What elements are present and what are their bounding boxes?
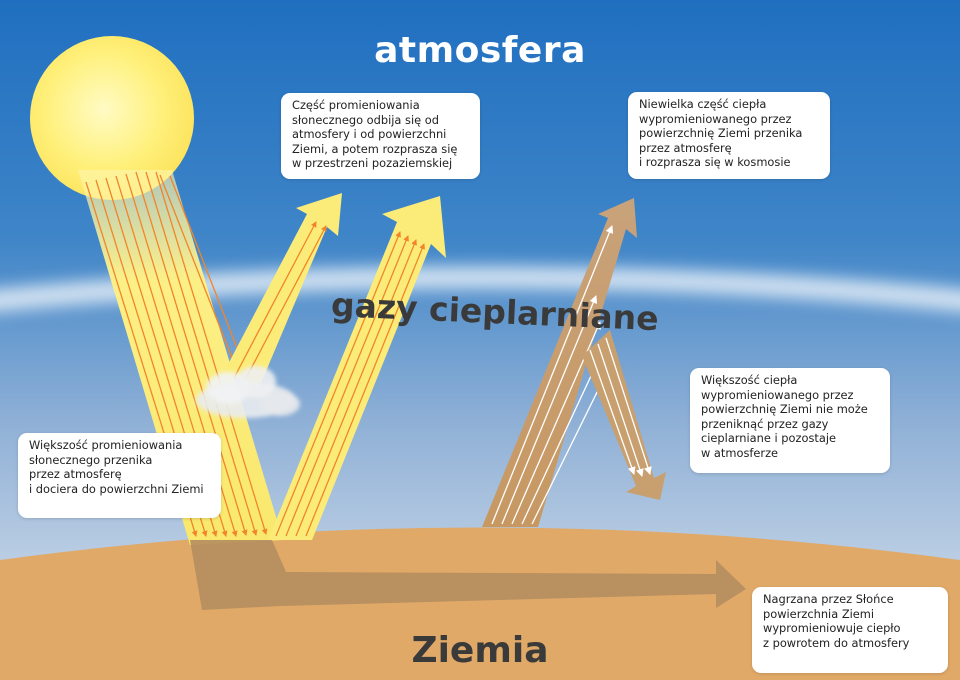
callout-line: powierzchnię Ziemi przenika bbox=[639, 126, 803, 140]
callout-line: słonecznego przenika bbox=[29, 452, 153, 467]
callout-line: powierzchnię Ziemi nie może bbox=[701, 402, 868, 416]
callout-line: słonecznego odbija się od bbox=[292, 112, 439, 127]
incoming-solar-beam bbox=[78, 170, 283, 545]
callout-line: wypromieniowanego przez bbox=[639, 111, 792, 126]
callout-line: w atmosferze bbox=[701, 445, 779, 460]
callout-line: Niewielka część ciepła bbox=[639, 97, 767, 111]
heat-trapped-lines bbox=[589, 337, 652, 477]
callout-line: i dociera do powierzchni Ziemi bbox=[29, 481, 204, 496]
callout-earth-emits-heat: Nagrzana przez Słońce powierzchnia Ziemi… bbox=[752, 587, 948, 673]
atmosphere-label: atmosfera bbox=[374, 30, 586, 71]
callout-line: Ziemi, a potem rozprasza się bbox=[292, 141, 458, 156]
callout-line: Większość ciepła bbox=[701, 373, 798, 387]
callout-line: atmosfery i od powierzchni bbox=[292, 127, 447, 141]
reflected-arrow-surface-lines bbox=[275, 231, 425, 537]
callout-line: Większość promieniowania bbox=[29, 438, 183, 452]
cloud bbox=[196, 366, 300, 418]
callout-heat-escape: Niewielka część ciepła wypromieniowanego… bbox=[628, 92, 830, 179]
callout-heat-trapped: Większość ciepła wypromieniowanego przez… bbox=[690, 368, 890, 473]
heat-radiation-beam bbox=[482, 198, 637, 527]
callout-line: w przestrzeni pozaziemskiej bbox=[292, 156, 453, 170]
callout-line: przeniknąć przez gazy bbox=[701, 416, 829, 431]
callout-line: wypromieniowanego przez bbox=[701, 387, 854, 402]
callout-line: przez atmosferę bbox=[639, 140, 732, 155]
callout-radiation-enters: Większość promieniowania słonecznego prz… bbox=[18, 433, 221, 518]
reflected-arrow-surface bbox=[268, 196, 446, 540]
callout-line: i rozprasza się w kosmosie bbox=[639, 155, 791, 169]
atmosphere-haze-band bbox=[0, 266, 960, 312]
callout-line: Nagrzana przez Słońce bbox=[763, 592, 894, 606]
sun bbox=[30, 36, 194, 200]
earth-label: Ziemia bbox=[411, 630, 549, 671]
callout-line: wypromieniowuje ciepło bbox=[763, 621, 901, 635]
callout-line: z powrotem do atmosfery bbox=[763, 635, 910, 650]
atmosphere-reflect-ray-lines bbox=[159, 174, 245, 369]
callout-line: Część promieniowania bbox=[292, 98, 420, 112]
callout-reflected-radiation: Część promieniowania słonecznego odbija … bbox=[281, 93, 480, 179]
reflected-arrow-atmosphere-lines bbox=[233, 221, 327, 383]
callout-line: powierzchnia Ziemi bbox=[763, 606, 875, 621]
ground-heat-arrow bbox=[190, 540, 746, 610]
callout-line: cieplarniane i pozostaje bbox=[701, 431, 836, 445]
callout-line: przez atmosferę bbox=[29, 467, 122, 481]
